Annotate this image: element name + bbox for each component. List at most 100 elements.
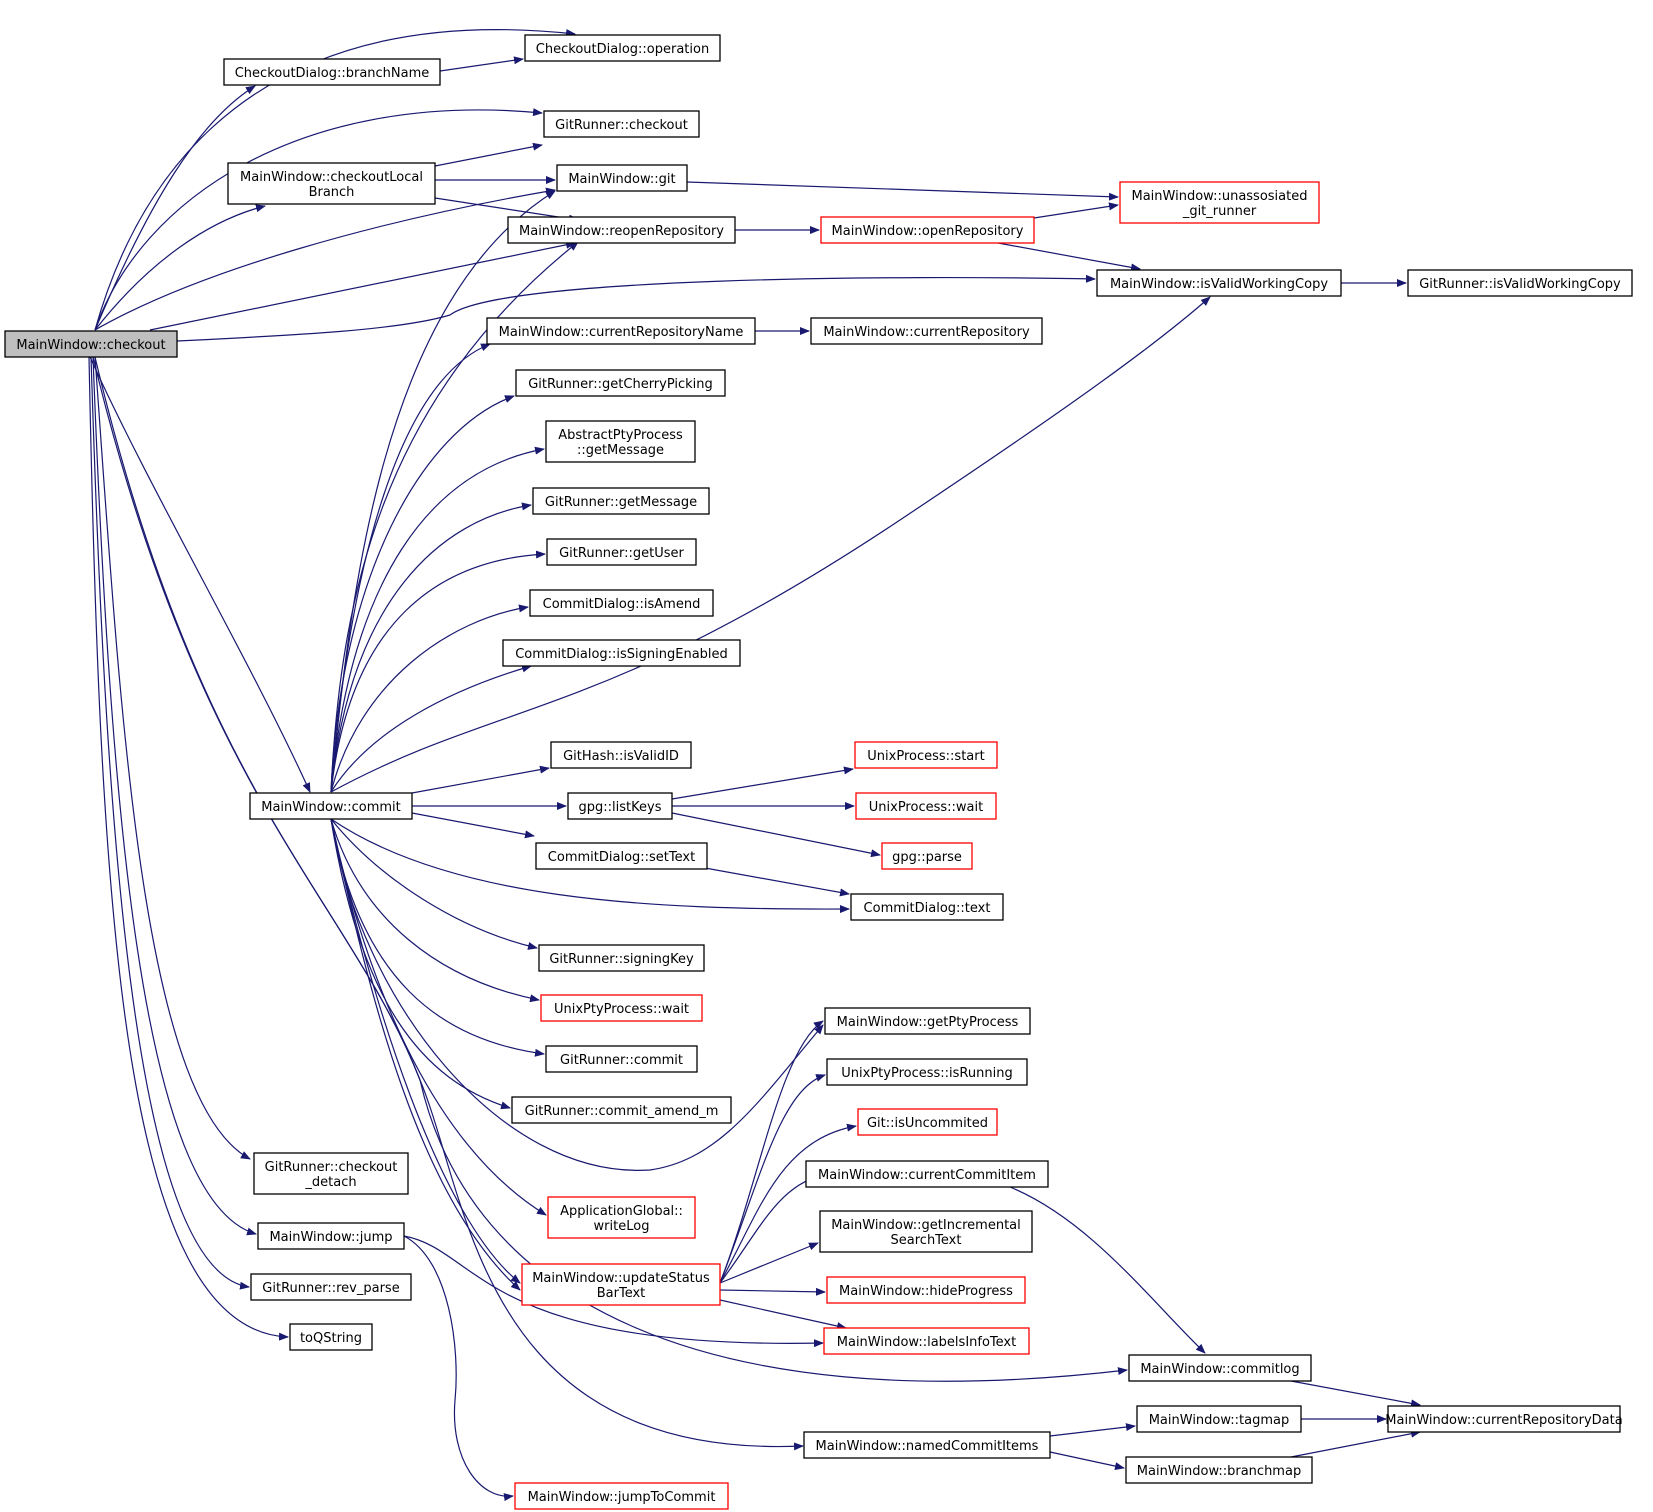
- node-label: CommitDialog::setText: [548, 850, 695, 865]
- node-gr-isValidWorkingCopy[interactable]: GitRunner::isValidWorkingCopy: [1407, 269, 1633, 297]
- node-label: CommitDialog::isSigningEnabled: [515, 647, 728, 662]
- node-mw-tagmap[interactable]: MainWindow::tagmap: [1136, 1405, 1302, 1433]
- node-upp-wait[interactable]: UnixPtyProcess::wait: [540, 994, 703, 1022]
- node-label: MainWindow::reopenRepository: [519, 224, 724, 239]
- node-gpg-listKeys[interactable]: gpg::listKeys: [567, 792, 673, 820]
- node-mw-jump[interactable]: MainWindow::jump: [257, 1222, 405, 1250]
- node-gpg-parse[interactable]: gpg::parse: [881, 842, 973, 870]
- node-cmd-isAmend[interactable]: CommitDialog::isAmend: [529, 589, 714, 617]
- node-box: [253, 1152, 409, 1195]
- call-edge: [330, 296, 1211, 793]
- node-label: MainWindow::git: [568, 172, 675, 187]
- node-mw-currentRepository[interactable]: MainWindow::currentRepository: [810, 317, 1043, 345]
- node-git-isUncommited[interactable]: Git::isUncommited: [857, 1108, 998, 1136]
- call-edge: [1290, 1380, 1421, 1408]
- node-gr-checkout-detach[interactable]: GitRunner::checkout_detach: [253, 1152, 409, 1195]
- node-mw-labelsInfoText[interactable]: MainWindow::labelsInfoText: [823, 1327, 1030, 1355]
- node-box: [1407, 269, 1633, 297]
- node-label: MainWindow::getPtyProcess: [837, 1015, 1019, 1030]
- node-mw-jumpToCommit[interactable]: MainWindow::jumpToCommit: [514, 1482, 729, 1510]
- call-edge: [403, 1235, 514, 1502]
- call-edge: [719, 1020, 824, 1284]
- node-box: [486, 317, 756, 345]
- call-edge: [434, 197, 579, 223]
- node-cmd-text[interactable]: CommitDialog::text: [850, 893, 1004, 921]
- node-label: MainWindow::namedCommitItems: [816, 1439, 1039, 1454]
- node-label: MainWindow::currentRepositoryData: [1385, 1413, 1622, 1428]
- node-label: MainWindow::commit: [261, 800, 400, 815]
- node-gr-rev-parse[interactable]: GitRunner::rev_parse: [250, 1273, 412, 1301]
- call-edge: [330, 343, 491, 793]
- node-label: GitRunner::signingKey: [549, 952, 694, 967]
- node-gr-commit[interactable]: GitRunner::commit: [545, 1045, 698, 1073]
- node-mw-unassosiated[interactable]: MainWindow::unassosiated_git_runner: [1119, 181, 1320, 224]
- node-mw-getPtyProcess[interactable]: MainWindow::getPtyProcess: [824, 1007, 1031, 1035]
- node-cd-operation[interactable]: CheckoutDialog::operation: [524, 34, 721, 62]
- node-mw-currentRepositoryName[interactable]: MainWindow::currentRepositoryName: [486, 317, 756, 345]
- call-edge: [330, 818, 538, 950]
- node-label: MainWindow::currentCommitItem: [818, 1168, 1036, 1183]
- node-box: [824, 1007, 1031, 1035]
- node-checkout-root[interactable]: MainWindow::checkout: [4, 330, 178, 358]
- call-edge: [719, 1074, 826, 1284]
- call-edge: [330, 395, 515, 793]
- node-gr-commit-amend-m[interactable]: GitRunner::commit_amend_m: [511, 1096, 732, 1124]
- node-app-getMessage[interactable]: AbstractPtyProcess::getMessage: [545, 420, 696, 463]
- node-ag-writeLog[interactable]: ApplicationGlobal::writeLog: [547, 1196, 696, 1239]
- node-box: [547, 1196, 696, 1239]
- node-upp-isRunning[interactable]: UnixPtyProcess::isRunning: [826, 1058, 1028, 1086]
- node-label: MainWindow::jump: [269, 1230, 392, 1245]
- node-gh-isValidID[interactable]: GitHash::isValidID: [550, 741, 692, 769]
- node-mw-hideProgress[interactable]: MainWindow::hideProgress: [826, 1276, 1026, 1304]
- node-cmd-isSigningEnabled[interactable]: CommitDialog::isSigningEnabled: [502, 639, 741, 667]
- node-box: [546, 538, 697, 566]
- node-toQString[interactable]: toQString: [289, 1323, 373, 1351]
- call-edge: [330, 818, 547, 1216]
- node-mw-reopenRepository[interactable]: MainWindow::reopenRepository: [507, 216, 736, 244]
- node-box: [823, 1327, 1030, 1355]
- node-label: GitRunner::checkout: [555, 118, 688, 133]
- call-edge: [704, 867, 850, 897]
- call-edge: [149, 240, 576, 331]
- node-gr-checkout[interactable]: GitRunner::checkout: [543, 110, 700, 138]
- node-label: MainWindow::jumpToCommit: [528, 1490, 716, 1505]
- node-box: [850, 893, 1004, 921]
- node-up-wait[interactable]: UnixProcess::wait: [855, 792, 997, 820]
- node-box: [545, 420, 696, 463]
- node-box: [550, 741, 692, 769]
- node-mw-currentCommitItem[interactable]: MainWindow::currentCommitItem: [805, 1160, 1049, 1188]
- node-box: [515, 369, 726, 397]
- node-box: [805, 1160, 1049, 1188]
- node-mw-isValidWorkingCopy[interactable]: MainWindow::isValidWorkingCopy: [1096, 269, 1342, 297]
- node-mw-openRepository[interactable]: MainWindow::openRepository: [820, 216, 1035, 244]
- node-gr-getUser[interactable]: GitRunner::getUser: [546, 538, 697, 566]
- node-label: BarText: [597, 1286, 646, 1301]
- node-mw-commitlog[interactable]: MainWindow::commitlog: [1128, 1354, 1312, 1382]
- node-box: [855, 792, 997, 820]
- node-gr-signingKey[interactable]: GitRunner::signingKey: [538, 944, 705, 972]
- call-edge: [90, 356, 250, 1290]
- node-gr-getMessage[interactable]: GitRunner::getMessage: [532, 487, 710, 515]
- call-edge: [330, 446, 545, 793]
- node-up-start[interactable]: UnixProcess::start: [854, 741, 998, 769]
- node-label: MainWindow::tagmap: [1149, 1413, 1290, 1428]
- node-cd-branchName[interactable]: CheckoutDialog::branchName: [223, 58, 441, 86]
- node-mw-currentRepositoryData[interactable]: MainWindow::currentRepositoryData: [1385, 1405, 1623, 1433]
- node-cmd-setText[interactable]: CommitDialog::setText: [535, 842, 708, 870]
- node-mw-commit[interactable]: MainWindow::commit: [249, 792, 413, 820]
- node-label: gpg::listKeys: [579, 800, 662, 815]
- node-mw-namedCommitItems[interactable]: MainWindow::namedCommitItems: [803, 1431, 1051, 1459]
- node-label: Git::isUncommited: [867, 1116, 988, 1131]
- call-edge: [671, 766, 854, 800]
- node-label: MainWindow::openRepository: [832, 224, 1024, 239]
- node-gr-getCherryPicking[interactable]: GitRunner::getCherryPicking: [515, 369, 726, 397]
- node-label: SearchText: [891, 1233, 962, 1248]
- node-mw-git[interactable]: MainWindow::git: [556, 164, 688, 192]
- node-box: [538, 944, 705, 972]
- node-mw-branchmap[interactable]: MainWindow::branchmap: [1125, 1456, 1313, 1484]
- node-label: GitRunner::commit: [560, 1053, 683, 1068]
- node-box: [567, 792, 673, 820]
